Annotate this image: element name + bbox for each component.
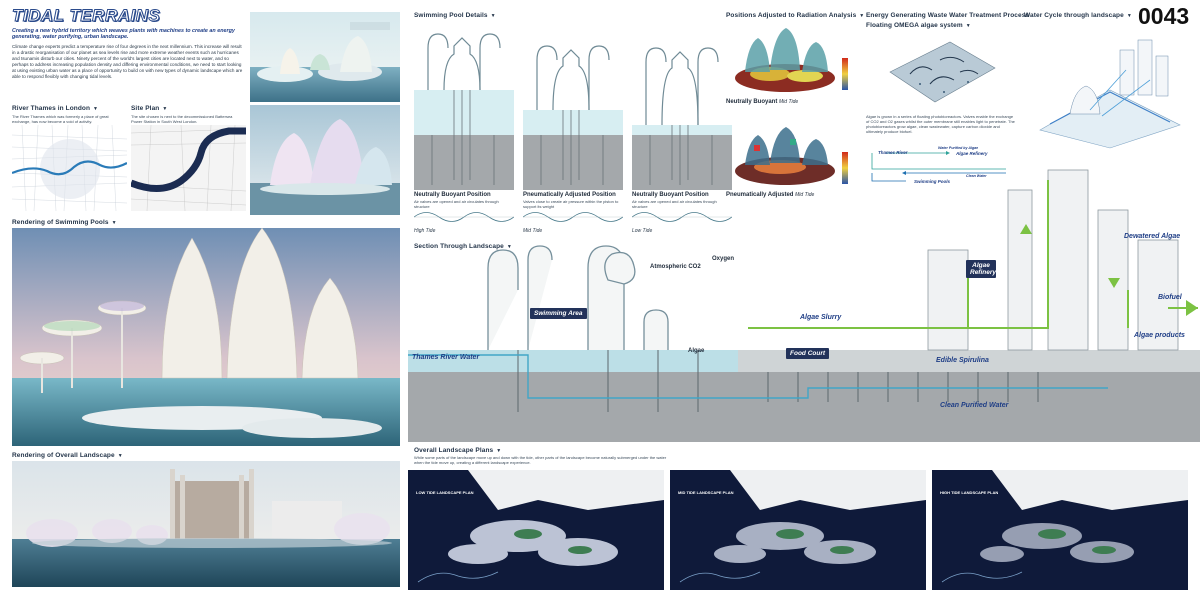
plans-title: Overall Landscape Plans▼ xyxy=(414,447,502,454)
section-label-clean: Clean Purified Water xyxy=(940,402,1009,409)
dropdown-triangle-icon: ▼ xyxy=(93,106,99,112)
pool-detail-1-desc: Air valves are opened and air circulates… xyxy=(414,199,499,209)
board-title: TIDAL TERRAINS xyxy=(11,6,161,26)
board-subtitle: Creating a new hybrid territory which we… xyxy=(12,28,235,41)
flow-purified: Water Purified by Algae xyxy=(938,146,979,150)
pool-detail-high-tide xyxy=(414,20,514,190)
section-label-biofuel: Biofuel xyxy=(1158,294,1182,301)
pavilion-render-image xyxy=(250,105,400,215)
plan-low-tide: LOW TIDE LANDSCAPE PLAN xyxy=(408,470,664,590)
pools-render-title: Rendering of Swimming Pools▼ xyxy=(12,219,117,226)
pool-detail-3-tide: Low Tide xyxy=(632,228,653,234)
pool-detail-low-tide xyxy=(632,20,732,190)
flow-swimming-pools: Swimming Pools xyxy=(914,179,951,184)
section-title: Section Through Landscape▼ xyxy=(414,243,512,250)
section-label-algae: Algae xyxy=(688,348,705,354)
flow-thames-river: Thames River xyxy=(878,150,908,155)
section-drawing xyxy=(408,150,1200,442)
waste-title: Energy Generating Waste Water Treatment … xyxy=(866,12,1030,19)
section-label-dewatered: Dewatered Algae xyxy=(1124,233,1181,240)
plan-label-mid: MID TIDE LANDSCAPE PLAN xyxy=(678,490,734,495)
section-label-food: Food Court xyxy=(786,348,830,359)
plan-label-high: HIGH TIDE LANDSCAPE PLAN xyxy=(940,490,999,495)
waste-sub-title: Floating OMEGA algae system▼ xyxy=(866,22,971,29)
radiation-title: Positions Adjusted to Radiation Analysis… xyxy=(726,12,865,19)
section-label-co2: Atmospheric CO2 xyxy=(650,264,701,270)
dropdown-triangle-icon: ▼ xyxy=(111,220,117,226)
radiation-model-2 xyxy=(730,115,840,190)
radiation-model-1 xyxy=(730,22,840,97)
radiation-scale-2 xyxy=(842,152,848,184)
dropdown-triangle-icon: ▼ xyxy=(490,13,496,19)
dropdown-triangle-icon: ▼ xyxy=(117,453,123,459)
water-flow-diagram: Thames River Water Purified by Algae Alg… xyxy=(866,145,1016,190)
dropdown-triangle-icon: ▼ xyxy=(162,106,168,112)
water-cycle-diagram xyxy=(1030,30,1190,150)
section-label-spirulina: Edible Spirulina xyxy=(936,357,989,364)
section-label-swimming: Swimming Area xyxy=(530,308,587,319)
dropdown-triangle-icon: ▼ xyxy=(859,13,865,19)
pool-detail-2-tide: Mid Tide xyxy=(523,228,543,234)
board-number: 0043 xyxy=(1138,3,1190,29)
pool-detail-mid-tide xyxy=(523,20,623,190)
thames-map-title: River Thames in London▼ xyxy=(12,105,99,112)
aerial-render-image xyxy=(250,12,400,102)
pool-details-title: Swimming Pool Details▼ xyxy=(414,12,496,19)
section-label-slurry: Algae Slurry xyxy=(800,314,842,321)
radiation-label-2: Pneumatically Adjusted Mid Tide xyxy=(726,192,815,198)
section-label-refinery: Algae Refinery xyxy=(966,260,996,278)
flow-refinery: Algae Refinery xyxy=(956,151,988,156)
pool-detail-3-name: Neutrally Buoyant Position xyxy=(632,192,709,198)
pool-detail-1-tide-graph xyxy=(414,212,514,222)
pool-detail-2-desc: Valves close to create air pressure with… xyxy=(523,199,619,209)
site-plan-image xyxy=(131,125,246,211)
thames-map-caption: The River Thames which was formerly a pl… xyxy=(12,114,109,124)
cycle-title: Water Cycle through landscape▼ xyxy=(1024,12,1132,19)
landscape-render-title: Rendering of Overall Landscape▼ xyxy=(12,452,123,459)
thames-map-image xyxy=(12,125,127,211)
omega-algae-diagram xyxy=(880,32,1000,112)
dropdown-triangle-icon: ▼ xyxy=(496,448,502,454)
plan-high-tide: HIGH TIDE LANDSCAPE PLAN xyxy=(932,470,1188,590)
pool-detail-2-name: Pneumatically Adjusted Position xyxy=(523,192,616,198)
flow-clean-water: Clean Water xyxy=(966,174,987,178)
dropdown-triangle-icon: ▼ xyxy=(506,244,512,250)
pool-detail-1-name: Neutrally Buoyant Position xyxy=(414,192,491,198)
dropdown-triangle-icon: ▼ xyxy=(1126,13,1132,19)
site-plan-caption: The site chosen is next to the decommiss… xyxy=(131,114,233,124)
section-label-thames: Thames River Water xyxy=(412,354,480,361)
site-plan-title: Site Plan▼ xyxy=(131,105,168,112)
overall-landscape-render-image xyxy=(12,461,400,587)
pool-detail-3-tide-graph xyxy=(632,212,732,222)
pool-detail-2-tide-graph xyxy=(523,212,623,222)
plan-label-low: LOW TIDE LANDSCAPE PLAN xyxy=(416,490,474,495)
plan-mid-tide: MID TIDE LANDSCAPE PLAN xyxy=(670,470,926,590)
section-label-products: Algae products xyxy=(1134,332,1185,339)
waste-text: Algae is grown in a series of floating p… xyxy=(866,114,1015,134)
swimming-pools-render-image xyxy=(12,228,400,446)
dropdown-triangle-icon: ▼ xyxy=(965,23,971,29)
section-label-oxygen: Oxygen xyxy=(712,256,735,262)
pool-detail-3-desc: Air valves are opened and air circulates… xyxy=(632,199,717,209)
radiation-label-1: Neutrally Buoyant Mid Tide xyxy=(726,99,799,105)
board-intro: Climate change experts predict a tempera… xyxy=(12,44,243,79)
plans-text: While some parts of the landscape move u… xyxy=(414,455,667,465)
radiation-scale-1 xyxy=(842,58,848,90)
pool-detail-1-tide: High Tide xyxy=(414,228,436,234)
